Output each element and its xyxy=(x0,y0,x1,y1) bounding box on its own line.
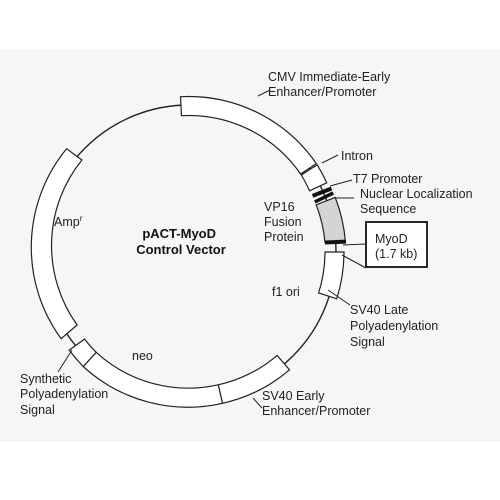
sv40-late-label: SV40 Late Polyadenylation Signal xyxy=(350,303,442,349)
cmv-label: CMV Immediate-Early Enhancer/Promoter xyxy=(268,70,394,99)
cmv-promoter-segment xyxy=(179,95,318,175)
vp16-fusion-label: VP16 Fusion Protein xyxy=(264,200,305,244)
myod-leader-line xyxy=(342,243,367,246)
t7-promoter-label: T7 Promoter xyxy=(353,172,422,186)
sv40-early-leader-line xyxy=(252,397,263,409)
myod-label: MyoD (1.7 kb) xyxy=(375,232,417,261)
intron-segment xyxy=(300,163,328,192)
vector-title: pACT-MyoD Control Vector xyxy=(136,226,226,257)
synthetic-polya-label: Synthetic Polyadenylation Signal xyxy=(20,372,112,417)
amp-resistance-segment xyxy=(30,147,83,340)
synthetic-polya-segment xyxy=(68,338,98,368)
cmv-leader-line xyxy=(257,89,271,97)
t7-leader-line xyxy=(329,179,353,187)
myod-callout-box xyxy=(365,221,428,268)
amp-resistance-label: Ampr xyxy=(54,213,83,229)
nls-label: Nuclear Localization Sequence xyxy=(360,187,476,216)
neo-label: neo xyxy=(132,349,153,363)
t7-promoter-marker xyxy=(311,186,333,198)
synthetic-leader-line xyxy=(57,349,73,373)
myod-boundary-marker xyxy=(324,239,347,245)
f1-ori-segment xyxy=(317,251,345,300)
nls-marker xyxy=(314,191,334,204)
intron-label: Intron xyxy=(341,149,373,163)
f1-ori-label: f1 ori xyxy=(272,285,300,299)
sv40-late-leader-line xyxy=(327,254,367,306)
intron-leader-line xyxy=(321,154,339,164)
fusion-protein-block xyxy=(315,196,347,244)
sv40-early-label: SV40 Early Enhancer/Promoter xyxy=(262,389,370,418)
